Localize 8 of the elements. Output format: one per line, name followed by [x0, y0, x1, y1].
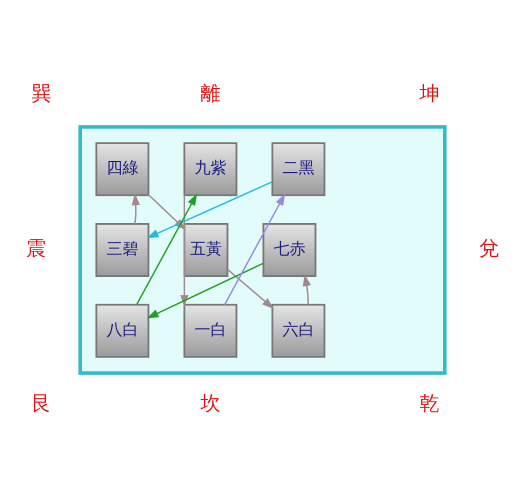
- label: 坎: [200, 392, 220, 416]
- label: 坤: [420, 82, 440, 106]
- label: 艮: [32, 392, 52, 416]
- label: 巽: [32, 82, 52, 106]
- label: 兌: [478, 237, 499, 260]
- label: 乾: [420, 392, 440, 416]
- label: 離: [200, 82, 220, 106]
- label: 震: [26, 237, 46, 260]
